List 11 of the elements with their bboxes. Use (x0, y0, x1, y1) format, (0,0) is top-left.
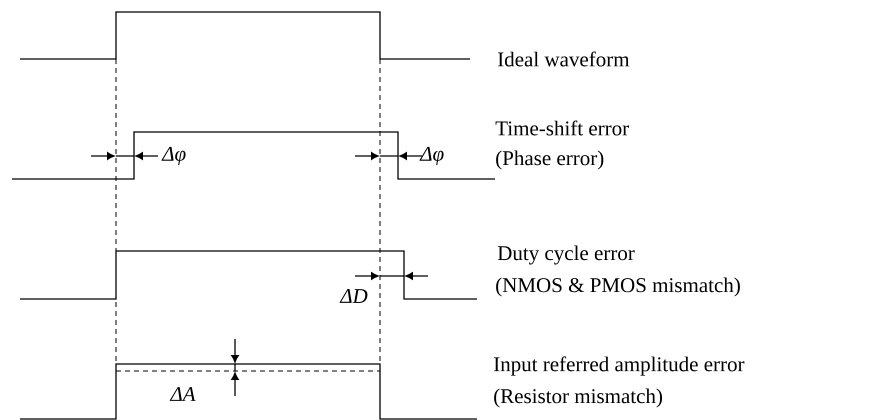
delta-label: ΔD (340, 289, 368, 303)
waveform-label: (NMOS & PMOS mismatch) (496, 277, 740, 297)
delta-label: ΔA (170, 387, 196, 401)
delta-label: Δφ (420, 146, 444, 166)
delta-label: Δφ (162, 146, 186, 166)
waveform-label: Duty cycle error (498, 245, 635, 265)
waveform-label: Ideal waveform (498, 52, 630, 66)
waveform-label: (Resistor mismatch) (494, 388, 662, 408)
waveform-label: Input referred amplitude error (494, 356, 744, 376)
waveform-label: Time-shift error (496, 120, 629, 136)
waveform-label: (Phase error) (496, 150, 604, 170)
